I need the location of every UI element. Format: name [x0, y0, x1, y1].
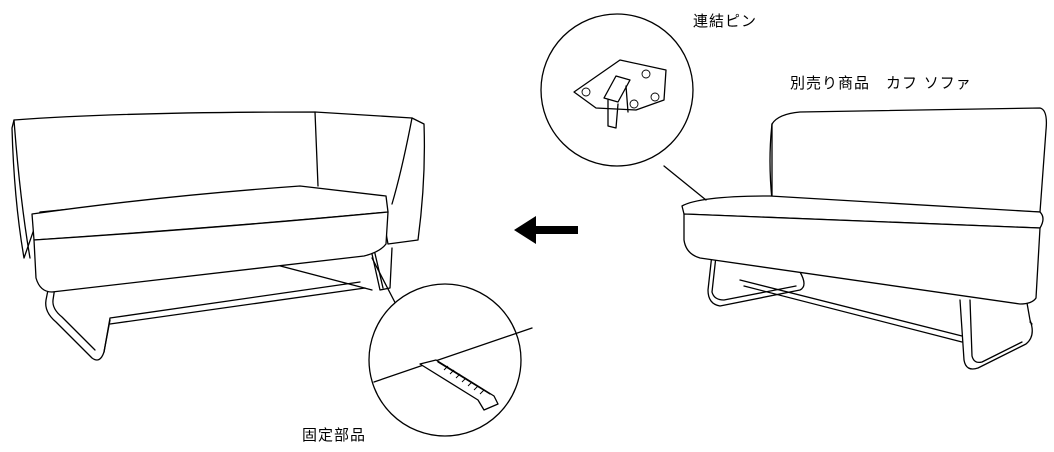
- kaf-sofa-base: [683, 213, 1041, 305]
- corner-sofa-base: [33, 211, 389, 293]
- corner-sofa: [11, 111, 426, 361]
- fixing-part-label: 固定部品: [302, 426, 367, 444]
- kaf-sofa-back: [771, 107, 1048, 213]
- corner-sofa-back: [11, 111, 426, 259]
- fixing-part-detail: [368, 257, 533, 437]
- connecting-pin-label: 連結ピン: [693, 12, 758, 30]
- arrow-left-icon: [514, 216, 578, 244]
- connecting-pin-detail: [540, 13, 707, 201]
- kaf-sofa-seat: [681, 195, 1044, 229]
- kaf-sofa-frame: [707, 253, 1033, 370]
- kaf-sofa: [681, 107, 1048, 370]
- sold-separately-label: 別売り商品 カフ ソファ: [790, 74, 972, 92]
